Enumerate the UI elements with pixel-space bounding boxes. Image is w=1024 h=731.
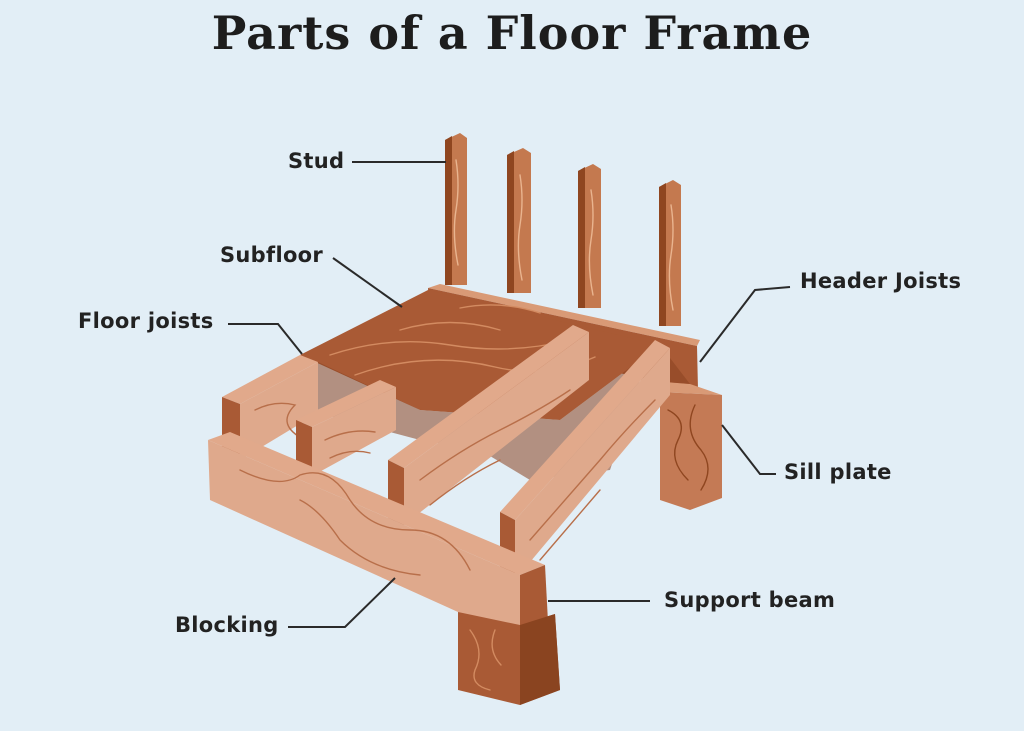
label-subfloor: Subfloor (220, 243, 324, 267)
blocking-leader (288, 577, 396, 628)
label-blocking: Blocking (175, 613, 279, 637)
subfloor-leader (332, 257, 403, 308)
header-joists-leader (699, 286, 791, 363)
stud-1 (445, 133, 467, 285)
floor-joist-long (388, 325, 589, 525)
stud-4 (659, 180, 681, 326)
support-beam-post (458, 612, 560, 705)
floor-joists-leader (228, 323, 303, 355)
sill-plate-leader (721, 424, 776, 475)
floor-joist-middle (296, 380, 396, 476)
label-floor-joists: Floor joists (78, 309, 214, 333)
stud-2 (507, 148, 531, 293)
blocking-board (208, 432, 548, 640)
stud-3 (578, 164, 601, 308)
label-support-beam: Support beam (664, 588, 836, 612)
label-stud: Stud (288, 149, 345, 173)
label-sill-plate: Sill plate (784, 460, 892, 484)
leader-lines (228, 161, 791, 628)
label-header-joists: Header Joists (800, 269, 962, 293)
studs (445, 133, 681, 326)
page-title: Parts of a Floor Frame (211, 6, 813, 60)
